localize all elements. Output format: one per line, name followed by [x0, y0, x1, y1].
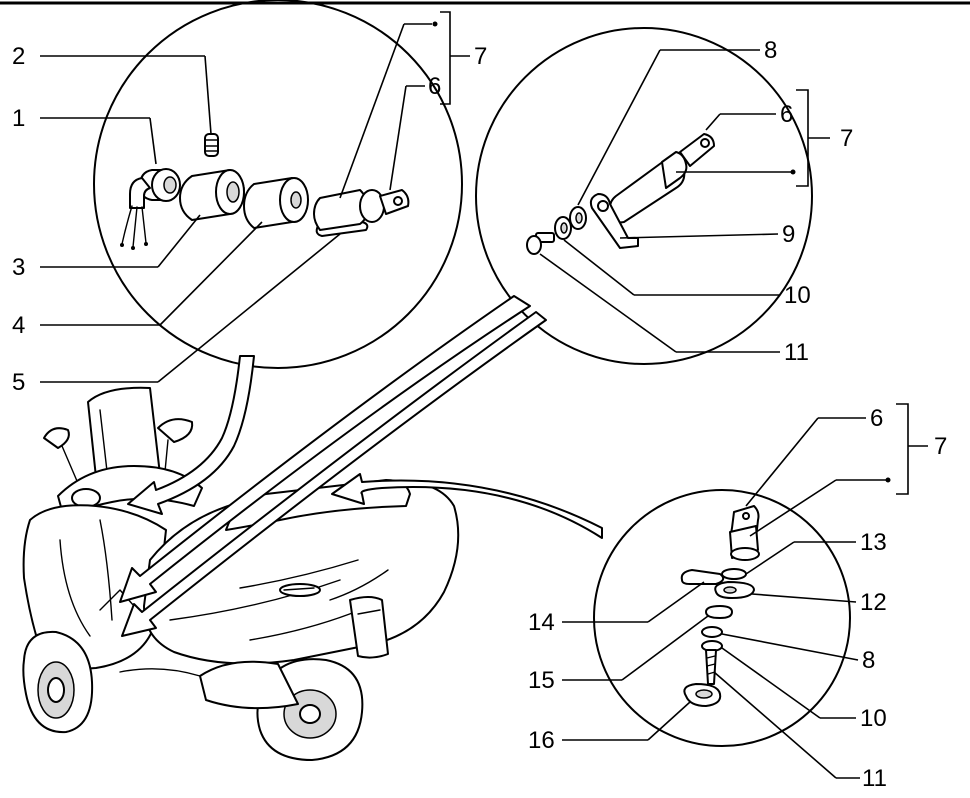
callout-11-seat: 11 — [784, 339, 809, 366]
seat-lock-group — [475, 27, 830, 365]
callout-6-storage: 6 — [870, 405, 883, 432]
callout-6-seat: 6 — [780, 101, 793, 128]
callout-11-storage: 11 — [862, 765, 887, 792]
connector-arrows — [119, 295, 603, 637]
callout-7-seat: 7 — [840, 125, 853, 152]
part-1-lock-body — [120, 168, 181, 250]
part-2-spring-pin — [204, 133, 219, 157]
callout-14-storage: 14 — [528, 609, 555, 636]
callout-8-seat: 8 — [764, 37, 777, 64]
callout-13-storage: 13 — [860, 529, 887, 556]
ignition-detail-circle — [93, 0, 463, 369]
callout-5: 5 — [12, 369, 25, 396]
part-11-storage-screw — [705, 649, 717, 685]
part-6-key-cylinder — [313, 189, 410, 231]
callout-7-ignition: 7 — [474, 43, 487, 70]
part-3-cylinder-housing — [179, 169, 245, 221]
callout-8-storage: 8 — [862, 647, 875, 674]
callout-4: 4 — [12, 312, 25, 339]
callout-10-storage: 10 — [860, 705, 887, 732]
part-13-washer — [721, 568, 747, 580]
seat-detail-circle — [475, 27, 813, 365]
callout-1: 1 — [12, 105, 25, 132]
callout-7-storage: 7 — [934, 433, 947, 460]
part-15-spacer — [705, 605, 733, 619]
callout-2: 2 — [12, 43, 25, 70]
callout-12-storage: 12 — [860, 589, 887, 616]
part-14-plate — [680, 569, 725, 585]
callout-6-ignition: 6 — [428, 73, 441, 100]
callout-3: 3 — [12, 254, 25, 281]
scooter-illustration — [22, 386, 460, 761]
callout-16-storage: 16 — [528, 727, 555, 754]
ignition-lock-group — [40, 0, 470, 383]
callout-9-seat: 9 — [782, 221, 795, 248]
callout-10-seat: 10 — [784, 282, 811, 309]
storage-lock-group — [562, 403, 928, 779]
part-11-screw — [526, 232, 555, 255]
part-4-collar-sleeve — [243, 177, 309, 229]
storage-detail-circle — [593, 489, 851, 747]
seat-key-cylinder — [608, 133, 715, 224]
callout-15-storage: 15 — [528, 667, 555, 694]
